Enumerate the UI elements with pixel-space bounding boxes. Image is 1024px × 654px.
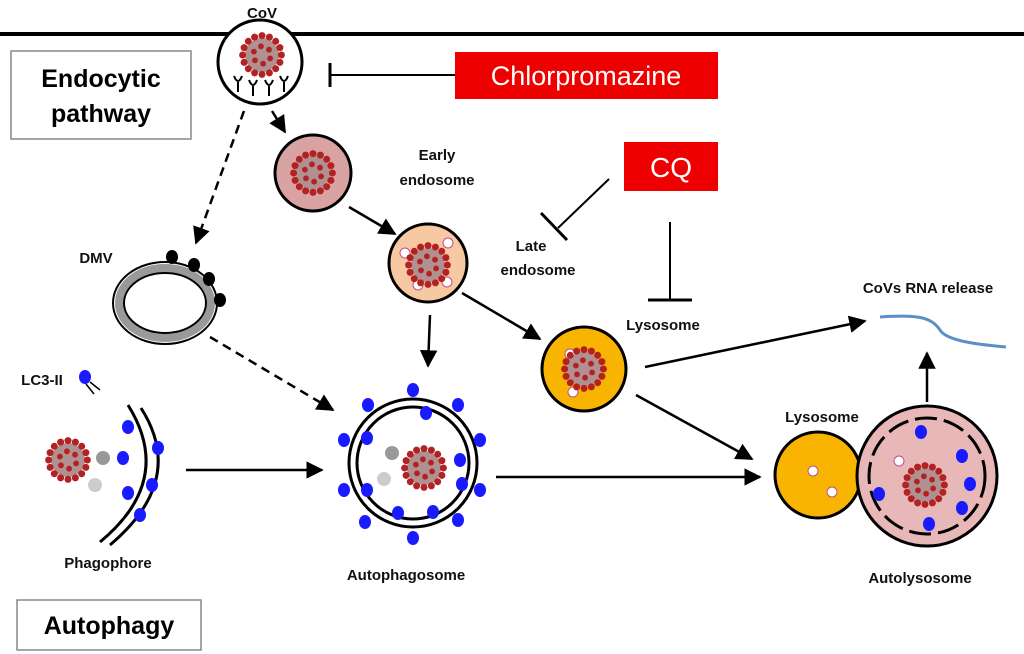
dmv xyxy=(112,261,218,345)
late-endosome-label-line2: endosome xyxy=(500,262,575,279)
virus-in-entry-vesicle-icon xyxy=(239,32,285,78)
virus-in-autophagosome-icon xyxy=(401,445,447,491)
arrow-cov-to-early-endosome xyxy=(269,110,287,134)
endocytic-label-line1: Endocytic xyxy=(41,65,161,93)
arrow-lysosome-to-rna xyxy=(644,315,867,369)
late-endosome-vesicles xyxy=(399,237,454,291)
endocytic-pathway-box: Endocytic pathway xyxy=(10,50,192,140)
autolysosome-lc3-dots xyxy=(873,425,976,531)
lysosome-upper-label: Lysosome xyxy=(626,317,700,334)
cq-box: CQ xyxy=(624,142,718,191)
rna-strand xyxy=(879,314,1007,349)
arrow-lysosome-to-autolysosome xyxy=(635,393,754,461)
virus-in-early-endosome-icon xyxy=(290,150,336,196)
autophagy-box: Autophagy xyxy=(16,599,202,651)
virus-at-phagophore-icon xyxy=(45,437,91,483)
cov-entry-vesicle xyxy=(216,18,304,106)
autophagosome-label: Autophagosome xyxy=(347,567,465,584)
arrow-cov-to-dmv-dashed xyxy=(193,110,246,245)
phagophore-lc3-dots xyxy=(117,420,164,522)
cq-late-endosome-inhibit-line xyxy=(557,178,610,229)
lysosome-lower xyxy=(773,430,863,520)
late-endosome-label-line1: Late xyxy=(516,238,547,255)
early-endosome-label-line1: Early xyxy=(419,147,456,164)
autophagy-label: Autophagy xyxy=(44,612,175,640)
phagophore-membrane xyxy=(99,404,160,547)
arrow-dmv-to-autophagosome-dashed xyxy=(209,335,335,412)
virus-in-late-endosome-icon xyxy=(405,242,451,288)
virus-in-autolysosome-icon xyxy=(902,462,948,508)
dmv-dots xyxy=(166,250,226,307)
arrow-late-endosome-to-lysosome xyxy=(461,291,542,341)
autophagosome-lc3-dots xyxy=(338,383,486,545)
arrow-early-to-late-endosome xyxy=(348,205,397,236)
autolysosome-label: Autolysosome xyxy=(868,570,971,587)
dmv-label: DMV xyxy=(79,250,112,267)
cov-label: CoV xyxy=(247,5,277,22)
lysosome-lower-vesicles xyxy=(807,465,838,498)
cq-late-endosome-inhibit-bar xyxy=(539,211,569,242)
endocytic-label-line2: pathway xyxy=(51,100,151,128)
phagophore-cargo xyxy=(88,451,110,492)
lc3-icon xyxy=(79,370,101,395)
early-endosome-label-line2: endosome xyxy=(399,172,474,189)
phagophore-label: Phagophore xyxy=(64,555,152,572)
virus-particles xyxy=(45,32,948,508)
lysosome-lower-label: Lysosome xyxy=(785,409,859,426)
rna-release-label: CoVs RNA release xyxy=(863,280,993,297)
chlorpromazine-label: Chlorpromazine xyxy=(491,61,682,91)
cq-label: CQ xyxy=(650,152,692,183)
chlorpromazine-box: Chlorpromazine xyxy=(455,52,718,99)
arrow-late-endosome-to-autophagosome xyxy=(419,314,438,368)
virus-in-lysosome-icon xyxy=(561,346,607,392)
lc3-label: LC3-II xyxy=(21,372,63,389)
receptor-icons xyxy=(233,75,289,96)
pathway-arrows xyxy=(186,110,936,486)
